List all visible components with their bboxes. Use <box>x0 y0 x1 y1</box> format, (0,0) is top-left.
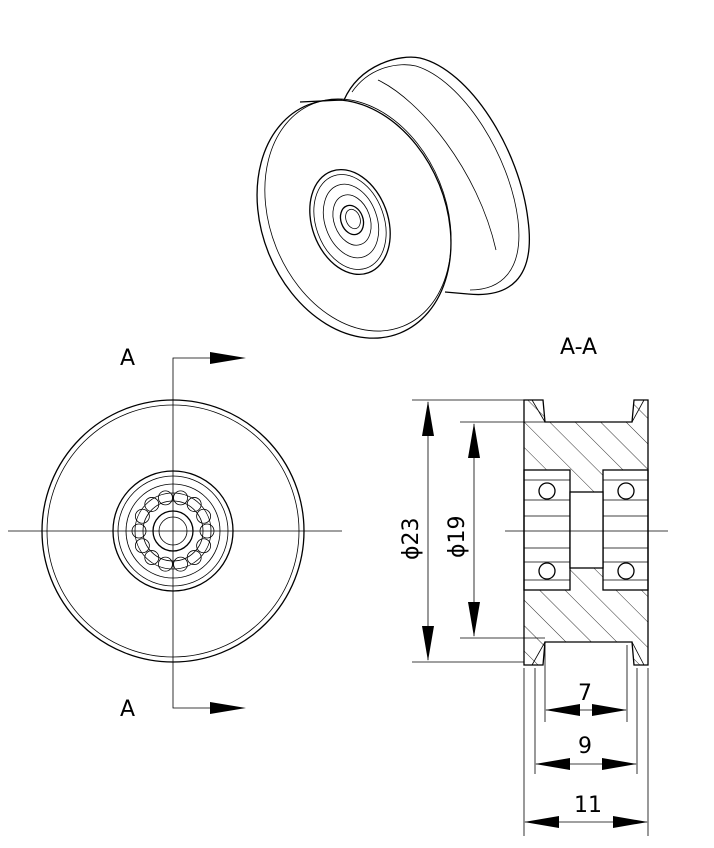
section-arrow-bottom <box>210 702 246 714</box>
bearing-ball <box>158 556 173 572</box>
bearing-ball <box>173 556 188 572</box>
bearing-ball <box>196 508 212 524</box>
dim-arrow-overall-right <box>613 816 648 828</box>
dim-arrow-inner-left <box>545 704 580 716</box>
hub-bottom-edge <box>444 291 469 295</box>
front-view: A A <box>8 346 342 722</box>
bearing-ball <box>196 538 212 554</box>
front-flange-rim <box>264 98 452 332</box>
dim-arrow-outer-top <box>422 401 434 436</box>
spacer <box>569 491 604 569</box>
dim-arrow-groove-top <box>468 423 480 458</box>
dim-arrow-groove-width-left <box>535 758 570 770</box>
dim-overall-width: 11 <box>574 793 602 818</box>
groove-left-chamfer-top <box>531 399 546 423</box>
left-bearing <box>524 479 570 581</box>
back-flange-outline <box>343 56 530 296</box>
section-line-top <box>172 357 212 531</box>
front-flange-outer <box>256 99 452 339</box>
groove-curve <box>377 79 497 251</box>
bearing-ball <box>134 538 150 554</box>
bearing-ball <box>131 523 147 539</box>
bearing-balls <box>131 490 215 572</box>
bearing-bore-inner <box>345 208 361 230</box>
bearing-ball <box>134 508 150 524</box>
left-bearing-pocket <box>523 469 571 591</box>
section-label-bottom: A <box>120 697 135 722</box>
section-line-bottom <box>172 531 212 709</box>
bearing-ball <box>173 490 188 506</box>
bearing-ball <box>144 497 160 512</box>
dim-inner-width: 7 <box>578 681 592 706</box>
isometric-view <box>256 56 530 339</box>
groove-right-chamfer-top <box>631 399 645 423</box>
bearing-ball <box>186 497 202 512</box>
dim-arrow-outer-bottom <box>422 626 434 661</box>
dim-arrow-groove-bottom <box>468 602 480 637</box>
bearing-outer-ring-2 <box>313 174 387 270</box>
dim-arrow-inner-right <box>592 704 627 716</box>
section-title: A-A <box>560 335 597 360</box>
section-view: A-A <box>399 335 668 836</box>
section-arrow-top <box>210 352 246 364</box>
section-label-top: A <box>120 346 135 371</box>
bearing-ball <box>199 523 215 539</box>
dim-groove-diameter: ϕ19 <box>445 515 470 558</box>
dim-arrow-groove-width-right <box>602 758 637 770</box>
bearing-race <box>322 183 380 259</box>
bearing-bore <box>339 204 365 236</box>
dim-arrow-overall-left <box>524 816 559 828</box>
groove-left-chamfer-bottom <box>531 641 546 666</box>
bearing-ball <box>158 490 173 506</box>
bearing-ball <box>144 550 160 565</box>
dim-outer-diameter: ϕ23 <box>399 517 424 560</box>
groove-right-chamfer-bottom <box>631 641 645 666</box>
bearing-ball <box>186 550 202 565</box>
dim-groove-width: 9 <box>578 734 592 759</box>
bearing-outer-ring <box>309 168 391 276</box>
right-bearing-pocket <box>602 469 649 591</box>
back-flange-inner <box>351 64 520 291</box>
bearing-inner-ring <box>332 194 372 246</box>
right-bearing <box>603 479 648 581</box>
